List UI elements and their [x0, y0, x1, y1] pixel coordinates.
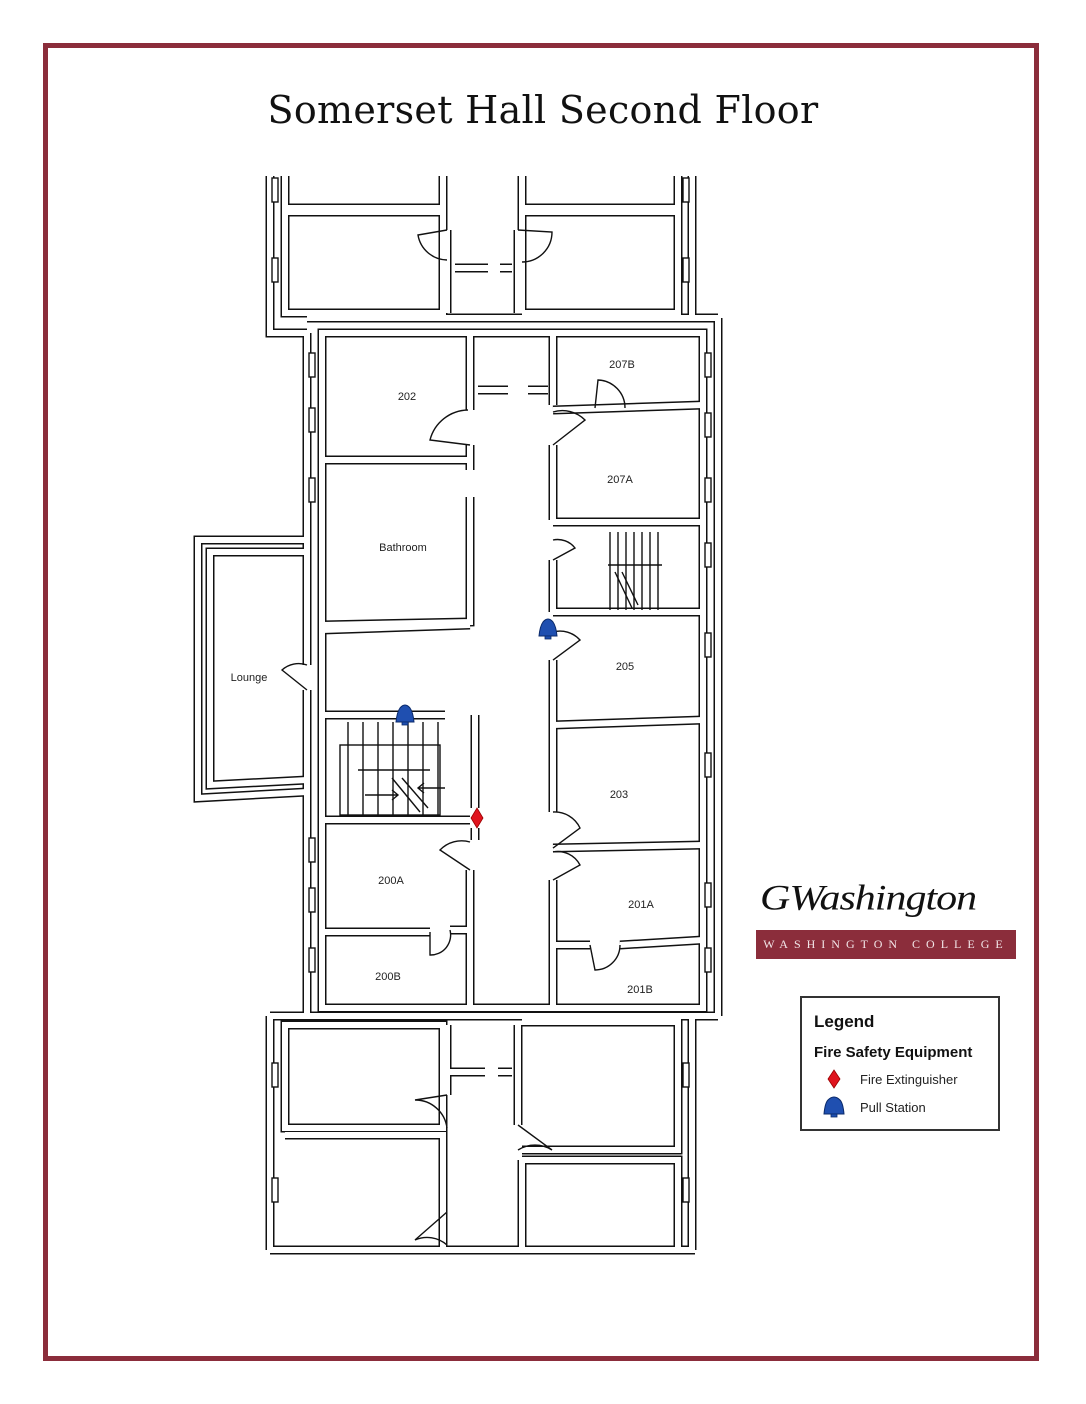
pull-station-icon — [538, 618, 558, 640]
legend-label: Pull Station — [860, 1099, 926, 1115]
legend-title: Legend — [814, 1012, 875, 1031]
room-label-203: 203 — [610, 789, 628, 801]
room-label-207b: 207B — [609, 359, 635, 371]
fire-extinguisher-icon — [827, 1069, 841, 1089]
legend-subtitle: Fire Safety Equipment — [814, 1044, 973, 1061]
window-mark — [704, 882, 712, 908]
stair-break — [391, 777, 429, 813]
legend: Legend Fire Safety Equipment Fire Exting… — [800, 996, 1000, 1131]
door-swing — [438, 840, 471, 871]
window-mark — [308, 947, 316, 973]
door-swing — [517, 229, 553, 263]
window-mark — [308, 837, 316, 863]
legend-label: Fire Extinguisher — [860, 1071, 958, 1087]
logo-band: WASHINGTON COLLEGE — [756, 930, 1016, 959]
room-label-205: 205 — [616, 661, 634, 673]
window-mark — [704, 752, 712, 778]
door-swing — [517, 1124, 553, 1151]
window-mark — [704, 352, 712, 378]
walls — [193, 176, 723, 1255]
page-title: Somerset Hall Second Floor — [267, 88, 819, 132]
washington-college-logo: GWashington WASHINGTON COLLEGE — [756, 878, 1016, 960]
window-mark — [308, 352, 316, 378]
room-label-202: 202 — [398, 391, 416, 403]
door-swing — [552, 409, 587, 446]
room-label-bathroom: Bathroom — [379, 542, 427, 554]
window-mark — [271, 177, 279, 203]
stair-outline — [339, 744, 441, 816]
pull-station-icon — [823, 1096, 845, 1118]
window-mark — [682, 1062, 690, 1088]
window-mark — [704, 632, 712, 658]
window-mark — [271, 257, 279, 283]
room-label-201b: 201B — [627, 984, 653, 996]
door-swing — [417, 229, 448, 261]
window-mark — [682, 257, 690, 283]
window-mark — [271, 1062, 279, 1088]
window-mark — [704, 542, 712, 568]
stair-arrow — [365, 782, 445, 801]
logo-signature: GWashington — [760, 878, 977, 918]
door-swing — [589, 944, 621, 971]
window-mark — [704, 412, 712, 438]
door-swing — [414, 1211, 448, 1246]
plan-details — [271, 177, 712, 1246]
door-swing — [429, 929, 452, 956]
window-mark — [308, 477, 316, 503]
door-swing — [414, 1094, 448, 1129]
door-swing — [552, 850, 581, 881]
door-swing — [552, 538, 577, 561]
room-label-207a: 207A — [607, 474, 633, 486]
window-mark — [682, 1177, 690, 1203]
door-swing — [429, 409, 471, 446]
door-swing — [280, 662, 308, 691]
stair-break — [614, 571, 639, 609]
room-label-200a: 200A — [378, 875, 404, 887]
window-mark — [308, 887, 316, 913]
window-mark — [682, 177, 690, 203]
window-mark — [308, 407, 316, 433]
legend-item-extinguisher: Fire Extinguisher — [814, 1068, 958, 1090]
room-label-lounge: Lounge — [231, 672, 268, 684]
door-swing — [552, 811, 581, 849]
room-label-200b: 200B — [375, 971, 401, 983]
pull-station-icon — [395, 704, 415, 726]
fire-extinguisher-icon — [470, 807, 484, 829]
window-mark — [704, 947, 712, 973]
door-swing — [594, 379, 626, 409]
page-border — [43, 43, 1039, 1361]
window-mark — [704, 477, 712, 503]
legend-item-pull-station: Pull Station — [814, 1096, 926, 1118]
window-mark — [271, 1177, 279, 1203]
room-label-201a: 201A — [628, 899, 654, 911]
